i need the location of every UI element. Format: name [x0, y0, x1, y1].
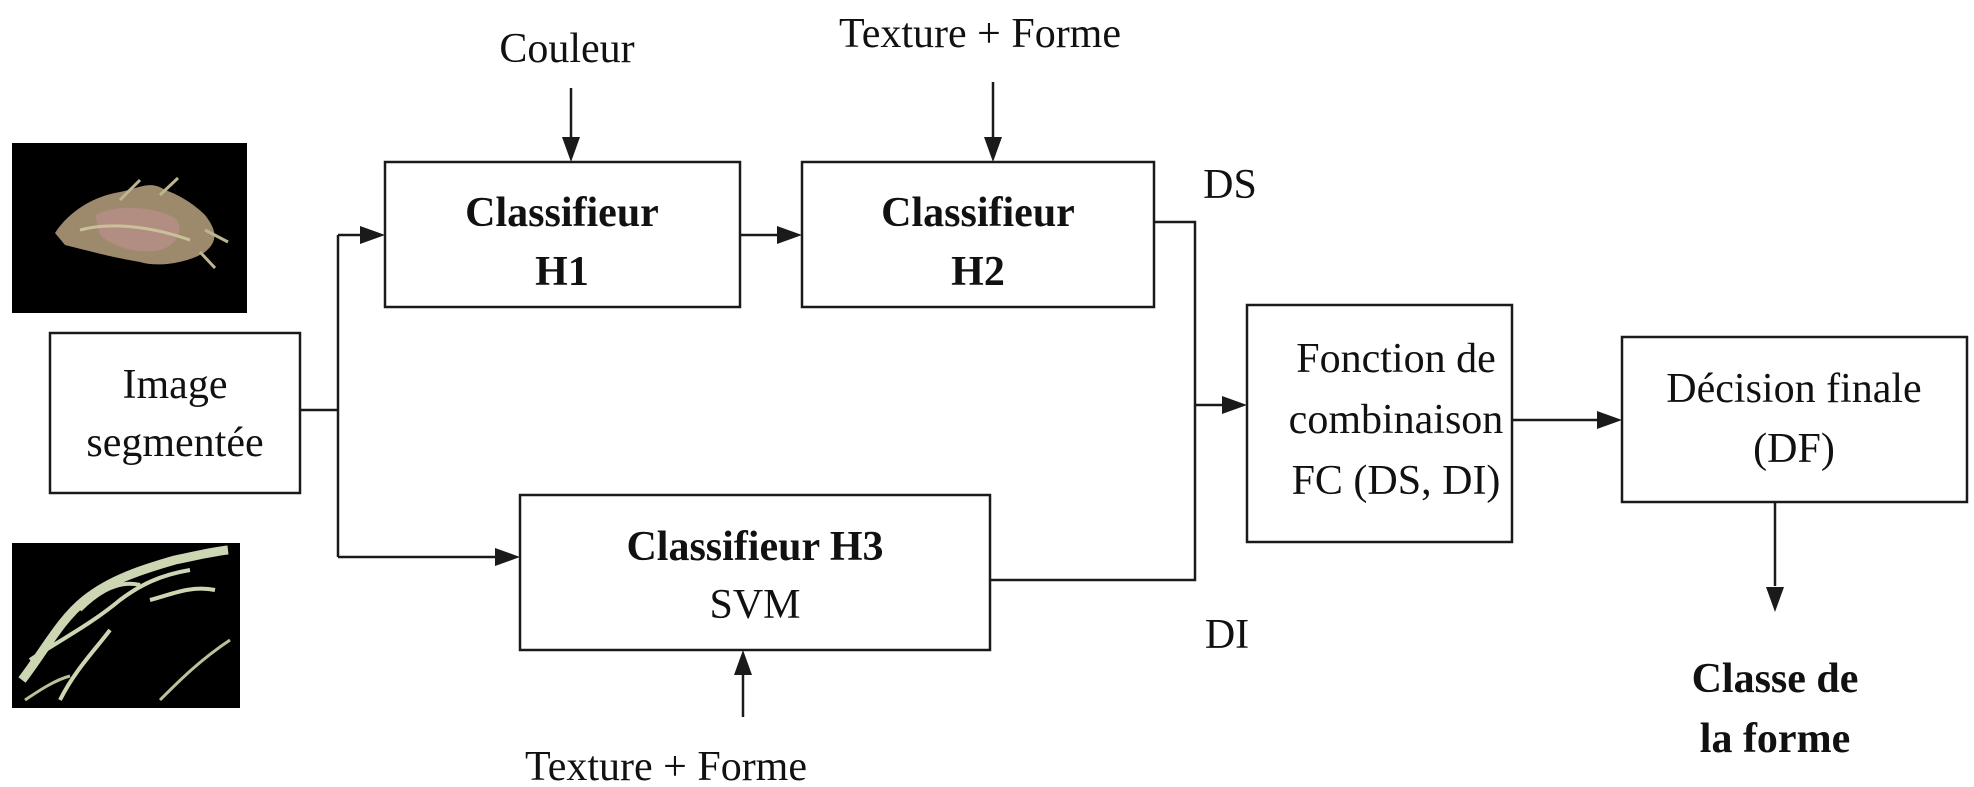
output-class-line2: la forme	[1700, 716, 1850, 762]
arrowheads	[360, 137, 1784, 675]
classifier-h3-box	[518, 493, 992, 652]
thumbnail-segmented-veins	[12, 543, 240, 708]
thumbnail-segmented-leaf	[12, 143, 247, 313]
signal-label-ds: DS	[1203, 162, 1257, 208]
decision-line2: (DF)	[1753, 426, 1835, 472]
combination-line2: combinaison	[1289, 397, 1504, 443]
classifier-h3-line1: Classifieur H3	[626, 524, 883, 570]
classifier-h2-box	[800, 160, 1156, 309]
input-label-texture-forme-top: Texture + Forme	[839, 11, 1121, 57]
classifier-h3-line2: SVM	[709, 582, 800, 628]
classifier-h2-line2: H2	[951, 249, 1005, 295]
decision-line1: Décision finale	[1666, 366, 1921, 412]
decision-box	[1620, 335, 1969, 504]
connector-lines	[300, 82, 1777, 717]
input-label-texture-forme-bottom: Texture + Forme	[525, 744, 807, 787]
classifier-h1-line2: H1	[535, 249, 589, 295]
image-box	[48, 331, 302, 495]
image-box-line2: segmentée	[86, 420, 263, 466]
combination-line3: FC (DS, DI)	[1292, 458, 1501, 504]
input-label-couleur: Couleur	[499, 26, 634, 72]
combination-line1: Fonction de	[1296, 336, 1495, 382]
image-box-line1: Image	[123, 362, 228, 408]
signal-label-di: DI	[1205, 612, 1249, 658]
output-class-line1: Classe de	[1692, 656, 1859, 702]
classifier-h2-line1: Classifieur	[881, 190, 1075, 236]
classifier-h1-line1: Classifieur	[465, 190, 659, 236]
combination-box	[1245, 303, 1514, 544]
classifier-h1-box	[383, 160, 742, 309]
